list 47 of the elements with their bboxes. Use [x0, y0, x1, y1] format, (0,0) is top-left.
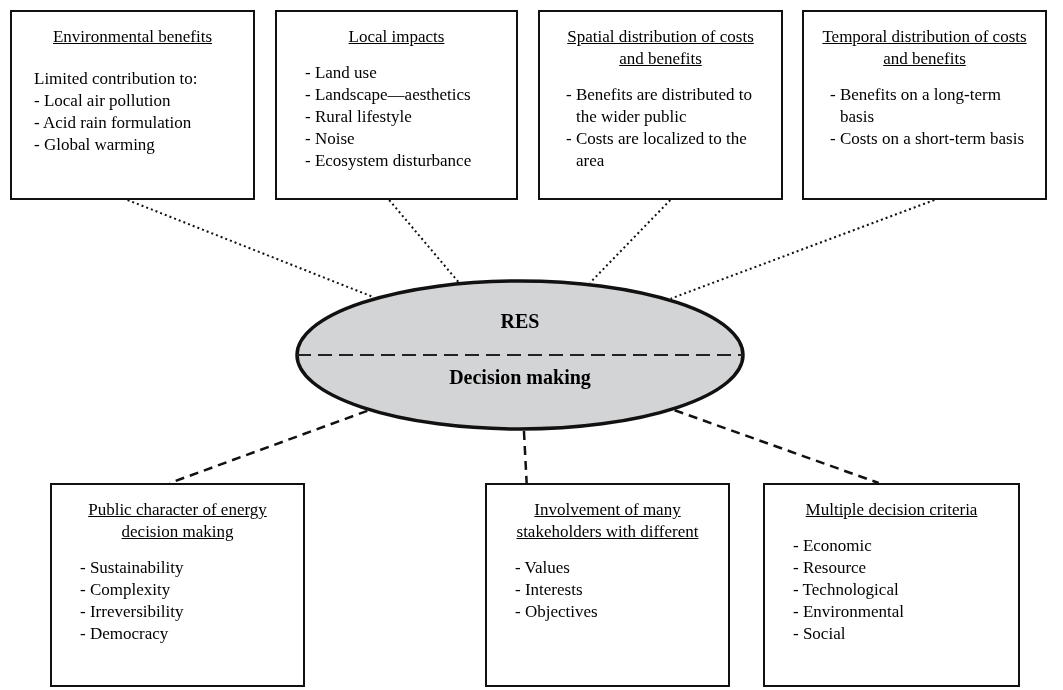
list-item: - Sustainability: [80, 557, 185, 579]
text-box: [275, 10, 518, 200]
list-item: - Complexity: [80, 579, 172, 601]
box-heading: Involvement of many stakeholders with different: [515, 499, 700, 543]
text-box: [485, 483, 730, 687]
box-heading: Environmental benefits: [51, 26, 214, 48]
dashed-connector: [674, 409, 880, 485]
text-box: [10, 10, 255, 200]
ellipse-subtitle: Decision making: [448, 367, 592, 387]
list-item: - Local air pollution: [34, 90, 172, 112]
list-item: - Landscape—aesthetics: [305, 84, 472, 106]
list-item: - Values: [515, 557, 571, 579]
list-item: - Benefits are distributed to the wider public: [566, 84, 753, 128]
list-item: - Costs are localized to the area: [566, 128, 748, 172]
box-heading: Spatial distribution of costs and benefits: [566, 26, 755, 70]
list-item: - Irreversibility: [80, 601, 185, 623]
dotted-connector: [126, 199, 375, 299]
list-item: - Democracy: [80, 623, 170, 645]
list-item: - Objectives: [515, 601, 599, 623]
list-item: Limited contribution to:: [34, 68, 199, 90]
list-item: - Environmental: [793, 601, 905, 623]
list-item: - Benefits on a long-term basis: [830, 84, 1002, 128]
list-item: - Ecosystem disturbance: [305, 150, 473, 172]
list-item: - Economic: [793, 535, 873, 557]
list-item: - Technological: [793, 579, 900, 601]
list-item: - Global warming: [34, 134, 156, 156]
dashed-connector: [522, 430, 528, 484]
list-item: - Resource: [793, 557, 868, 579]
ellipse-title: RES: [499, 311, 541, 331]
dotted-connector: [669, 199, 936, 300]
box-heading: Multiple decision criteria: [804, 499, 979, 521]
list-item: - Social: [793, 623, 847, 645]
list-item: - Interests: [515, 579, 584, 601]
list-item: - Costs on a short-term basis: [830, 128, 1026, 150]
text-box: [50, 483, 305, 687]
dotted-connector: [388, 199, 460, 283]
box-heading: Temporal distribution of costs and benefits: [821, 26, 1028, 70]
list-item: - Noise: [305, 128, 356, 150]
text-box: [802, 10, 1047, 200]
box-heading: Local impacts: [347, 26, 446, 48]
dotted-connector: [589, 199, 672, 284]
text-box: [538, 10, 783, 200]
list-item: - Rural lifestyle: [305, 106, 413, 128]
box-heading: Public character of energy decision making: [87, 499, 268, 543]
list-item: - Land use: [305, 62, 378, 84]
list-item: - Acid rain formulation: [34, 112, 193, 134]
text-box: [763, 483, 1020, 687]
